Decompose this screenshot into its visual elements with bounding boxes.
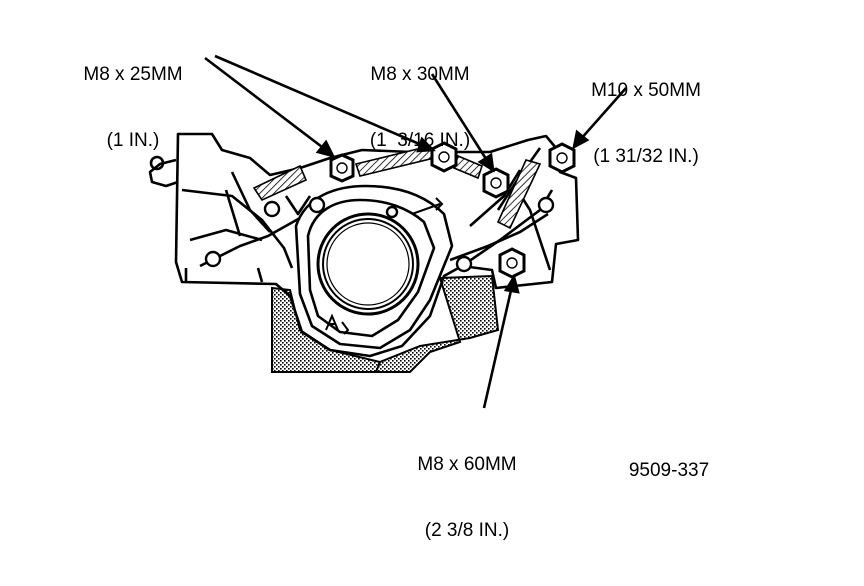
callout-bolt-c-size: M10 x 50MM	[591, 80, 701, 101]
bolt-head-d	[498, 247, 526, 279]
callout-bolt-c-inch: (1 31/32 IN.)	[593, 146, 699, 167]
oil-pan-gasket-right	[374, 274, 500, 373]
callout-bolt-b-size: M8 x 30MM	[370, 64, 470, 85]
callout-bolt-b: M8 x 30MM (1 3/16 IN.)	[340, 20, 500, 196]
pump-marking	[325, 197, 444, 335]
leader-arrows	[204, 54, 627, 409]
oil-pump-bolt-diagram: M8 x 25MM (1 IN.) M8 x 30MM (1 3/16 IN.)…	[58, 20, 726, 541]
rotor-opening	[316, 212, 420, 316]
rib-hatching	[252, 145, 542, 230]
callout-bolt-a-inch: (1 IN.)	[106, 130, 160, 151]
oil-pump-drawing	[148, 54, 627, 409]
callout-bolt-d-size: M8 x 60MM	[417, 454, 517, 475]
dowel-holes	[204, 196, 555, 273]
callout-bolt-a: M8 x 25MM (1 IN.)	[58, 20, 208, 196]
bolt-head-b	[482, 167, 510, 199]
bolt-head-c	[548, 142, 576, 174]
callout-bolt-c: M10 x 50MM (1 31/32 IN.)	[566, 36, 726, 212]
callout-bolt-b-inch: (1 3/16 IN.)	[369, 130, 471, 151]
callout-bolt-a-size: M8 x 25MM	[83, 64, 183, 85]
oil-pan-gasket-left	[271, 286, 382, 373]
callout-bolt-d-inch: (2 3/8 IN.)	[424, 520, 510, 541]
bolt-head-a	[329, 153, 355, 183]
callout-bolt-d: M8 x 60MM (2 3/8 IN.)	[392, 410, 542, 586]
figure-id: 9509-337	[628, 460, 710, 481]
